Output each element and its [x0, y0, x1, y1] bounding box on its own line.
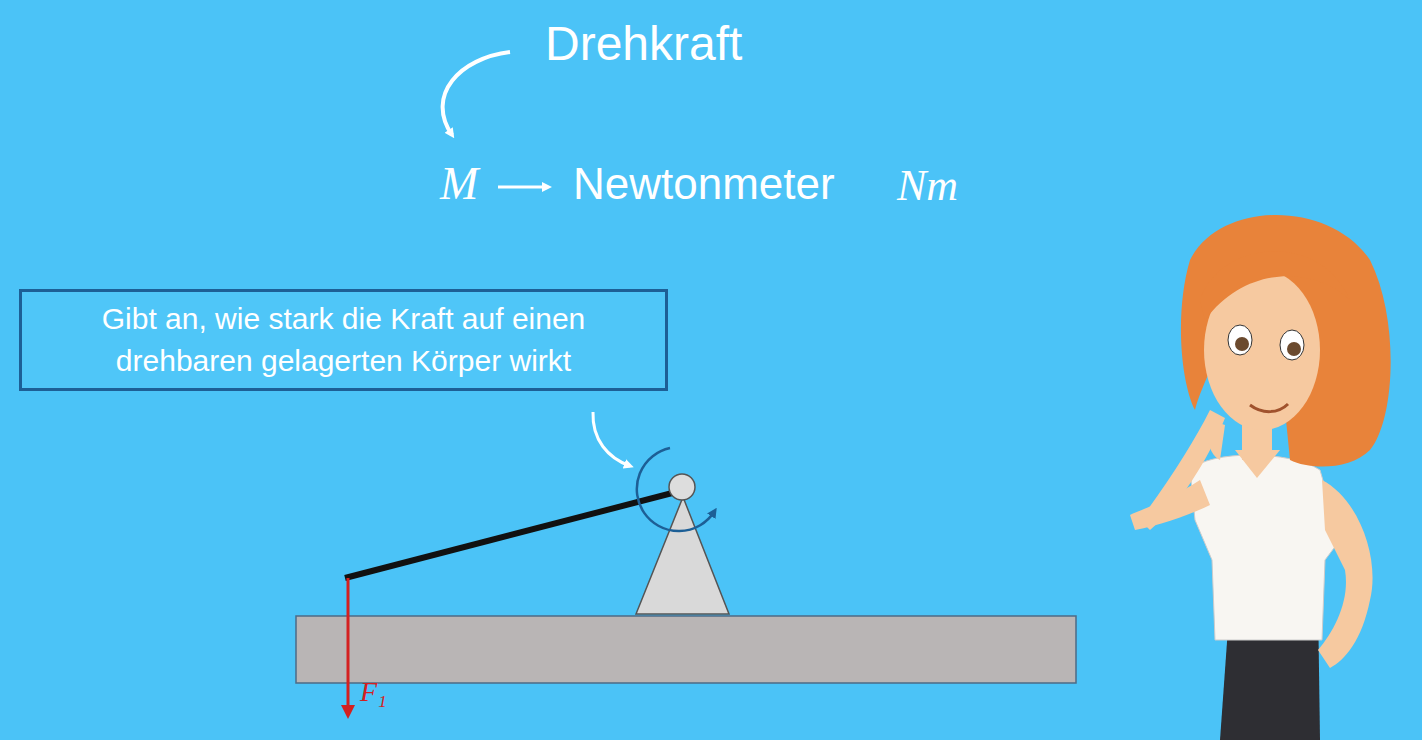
pivot-joint: [669, 474, 695, 500]
callout-box: Gibt an, wie stark die Kraft auf einen d…: [19, 289, 668, 391]
presenter-figure: [1130, 215, 1391, 740]
unit-symbol: Nm: [897, 161, 958, 212]
ground-bar: [296, 616, 1076, 683]
force-label: F₁: [360, 676, 387, 708]
lever-bar: [345, 491, 680, 578]
unit-label: Newtonmeter: [573, 159, 835, 210]
symbol-label: M: [440, 158, 478, 211]
force-arrow: [347, 578, 350, 712]
leader-arrow: [593, 412, 630, 466]
title-text: Drehkraft: [545, 16, 742, 71]
support-triangle: [636, 497, 729, 614]
rotation-arc: [637, 448, 714, 531]
callout-text: Gibt an, wie stark die Kraft auf einen d…: [34, 298, 653, 382]
unit-arrow: [498, 186, 548, 189]
curved-arrow: [443, 52, 510, 135]
